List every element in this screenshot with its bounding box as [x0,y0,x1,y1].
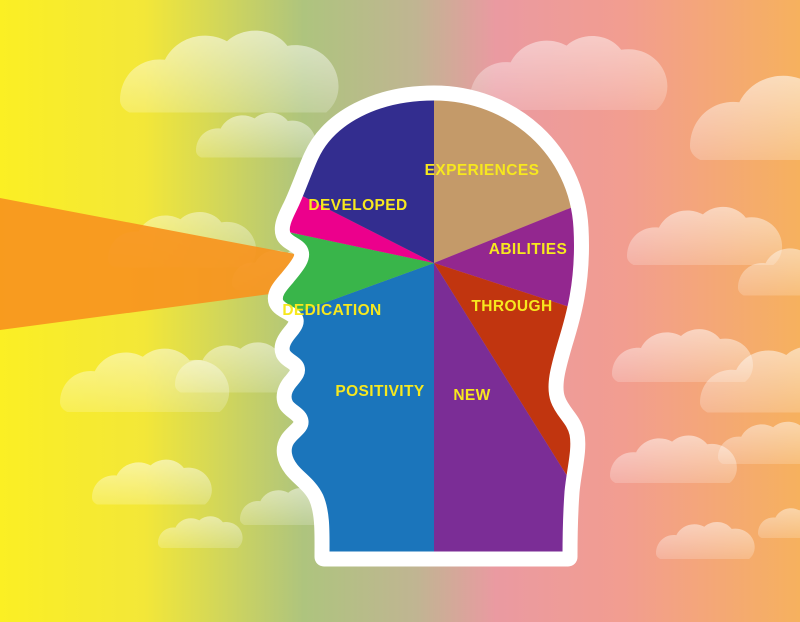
cloud-9 [175,342,309,393]
cloud-10 [612,329,753,382]
cloud-12 [92,459,212,505]
cloud-17 [656,522,755,559]
cloud-11 [700,347,800,413]
pie-label-developed: DEVELOPED [308,197,407,214]
cloud-3 [196,112,316,158]
cloud-14 [158,516,243,548]
pie-slice-new [434,263,580,557]
cloud-1 [470,36,668,110]
pie-label-dedication: DEDICATION [282,302,381,319]
cloud-2 [690,75,800,161]
cloud-18 [758,508,800,539]
pie-label-abilities: ABILITIES [489,241,568,258]
cloud-7 [738,248,800,296]
pie-label-positivity: POSITIVITY [335,383,425,400]
cloud-15 [610,435,737,483]
head-outline-top [271,89,585,563]
orange-light-beam [0,198,300,330]
cloud-0 [120,30,339,113]
cloud-16 [718,421,800,465]
cloud-6 [627,206,783,265]
pie-label-new: NEW [453,387,490,404]
pie-label-through: THROUGH [471,298,552,315]
pie-label-layer: EXPERIENCES ABILITIES THROUGH NEW POSITIVITY… [282,162,567,404]
pie-label-experiences: EXPERIENCES [425,162,540,179]
